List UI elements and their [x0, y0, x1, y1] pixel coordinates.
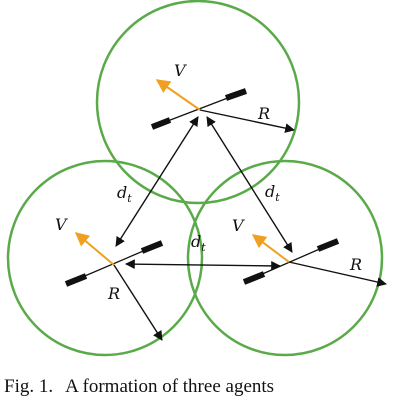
velocity-label: V	[232, 216, 245, 235]
svg-text:dt: dt	[117, 183, 132, 205]
agent-right: V R	[232, 216, 387, 287]
figure-caption: Fig. 1. A formation of three agents	[4, 376, 286, 398]
distance-arrow-left-right	[125, 259, 281, 271]
sensing-circle-left	[6, 159, 204, 357]
range-arrow	[113, 264, 163, 341]
figure-number: Fig. 1.	[4, 376, 54, 397]
range-label: R	[349, 255, 362, 274]
range-label: R	[257, 104, 270, 123]
agent-rotor-icon	[64, 240, 164, 287]
distance-label-top-left: dt	[117, 183, 132, 205]
distance-label-left-right: dt	[191, 232, 206, 254]
range-arrow	[199, 109, 295, 133]
velocity-label: V	[174, 61, 187, 80]
agent-rotor-icon	[242, 238, 340, 285]
velocity-label: V	[55, 215, 68, 234]
distance-arrow-top-left	[115, 116, 199, 247]
agent-top: V R	[150, 61, 295, 133]
agent-left: V R	[55, 215, 164, 341]
range-label: R	[107, 284, 120, 303]
distance-label-top-right: dt	[265, 182, 280, 204]
velocity-arrow	[251, 234, 290, 263]
formation-diagram: V R V R V R dt dt dt	[6, 0, 387, 357]
velocity-arrow	[74, 232, 115, 266]
svg-text:dt: dt	[265, 182, 280, 204]
figure-caption-text: A formation of three agents	[65, 376, 275, 397]
svg-text:dt: dt	[191, 232, 206, 254]
sensing-circle-top	[95, 0, 301, 205]
distance-arrow-top-right	[206, 116, 293, 253]
velocity-arrow	[155, 79, 201, 111]
range-arrow	[288, 261, 387, 287]
